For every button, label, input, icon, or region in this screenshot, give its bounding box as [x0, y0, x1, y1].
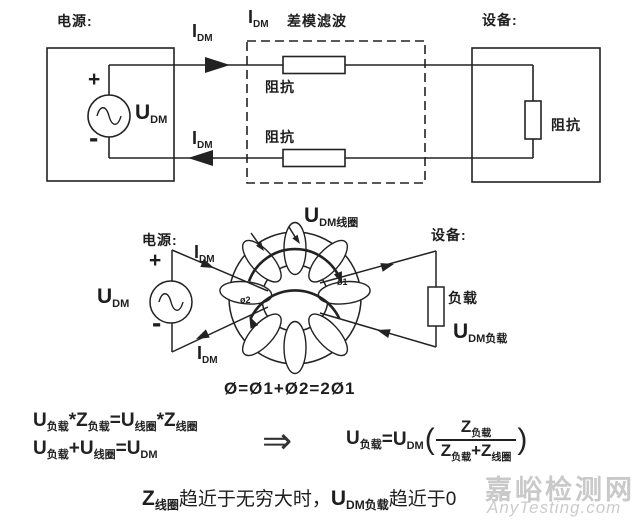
winding-arrow-icon [292, 234, 300, 244]
mid-idm-top-label: IDM [194, 242, 215, 266]
top-idm-label: IDM [192, 21, 213, 45]
mid-device-label: 设备: [431, 227, 467, 243]
watermark-en: AnyTesting.com [487, 498, 622, 517]
ac-source-icon [149, 280, 193, 324]
wire [319, 250, 437, 284]
mid-idm-bottom-label: IDM [197, 343, 218, 367]
current-arrow-icon [196, 329, 210, 339]
equation-3: U负载 = UDM ( Z负载 Z负载+Z线圈 ) [346, 417, 528, 464]
top-circuit [46, 40, 601, 184]
wire [171, 249, 269, 292]
filter-label: 差模滤波 [287, 13, 347, 29]
device-box [471, 47, 601, 183]
watermark-cn: 嘉峪检测网 [485, 475, 635, 505]
conclusion-text: Z线圈趋近于无穷大时，UDM负载趋近于0 [142, 487, 457, 513]
filter-dashed-box [246, 40, 426, 184]
flux2-label: ø2 [240, 295, 251, 305]
current-arrow-left-icon [188, 150, 213, 166]
top-idm-return-label: IDM [192, 128, 213, 152]
mid-source-label: 电源: [142, 232, 178, 248]
flux-arc-upper [247, 247, 343, 282]
current-arrow-icon [380, 263, 394, 272]
source-box [46, 47, 175, 182]
load-label: 负载 [448, 290, 478, 306]
load-resistor [427, 286, 445, 327]
equation-1: U负载*Z负载=U线圈*Z线圈 [33, 410, 198, 434]
flux-formula: Ø=Ø1+Ø2=2Ø1 [224, 379, 356, 398]
resistor-bottom [282, 148, 346, 168]
mid-plus-sign: + [149, 249, 162, 272]
coil-voltage-label: UDM线圈 [304, 204, 359, 230]
current-arrow-icon [200, 258, 214, 268]
device-impedance-label: 阻抗 [551, 117, 581, 133]
top-plus-sign: + [88, 68, 101, 91]
load-voltage-label: UDM负载 [453, 320, 508, 346]
mid-minus-sign: - [152, 307, 162, 338]
top-device-label: 设备: [482, 12, 518, 28]
device-resistor [524, 100, 542, 140]
filter-idm-label: IDM [248, 7, 269, 31]
top-source-label: 电源: [57, 13, 93, 29]
open-paren: ( [424, 423, 435, 457]
top-udm-label: UDM [135, 101, 168, 127]
implies-arrow: ⇒ [262, 420, 293, 461]
current-arrow-right-icon [205, 57, 230, 73]
impedance-bottom-label: 阻抗 [265, 129, 295, 145]
close-paren: ) [517, 423, 528, 457]
top-minus-sign: - [89, 122, 99, 153]
ac-source-icon [87, 94, 131, 138]
current-arrow-icon [377, 329, 391, 338]
fraction: Z负载 Z负载+Z线圈 [435, 417, 517, 464]
flux-arc-lower [249, 289, 341, 320]
equation-2: U负载+U线圈=UDM [33, 438, 158, 462]
flux1-label: ø1 [337, 277, 348, 287]
flux-arrow-lower-icon [249, 316, 259, 329]
wire [171, 306, 269, 353]
resistor-top [282, 55, 346, 75]
middle-circuit [149, 221, 445, 375]
impedance-top-label: 阻抗 [265, 79, 295, 95]
mid-udm-label: UDM [97, 285, 130, 311]
winding-arrow-icon [256, 241, 264, 251]
